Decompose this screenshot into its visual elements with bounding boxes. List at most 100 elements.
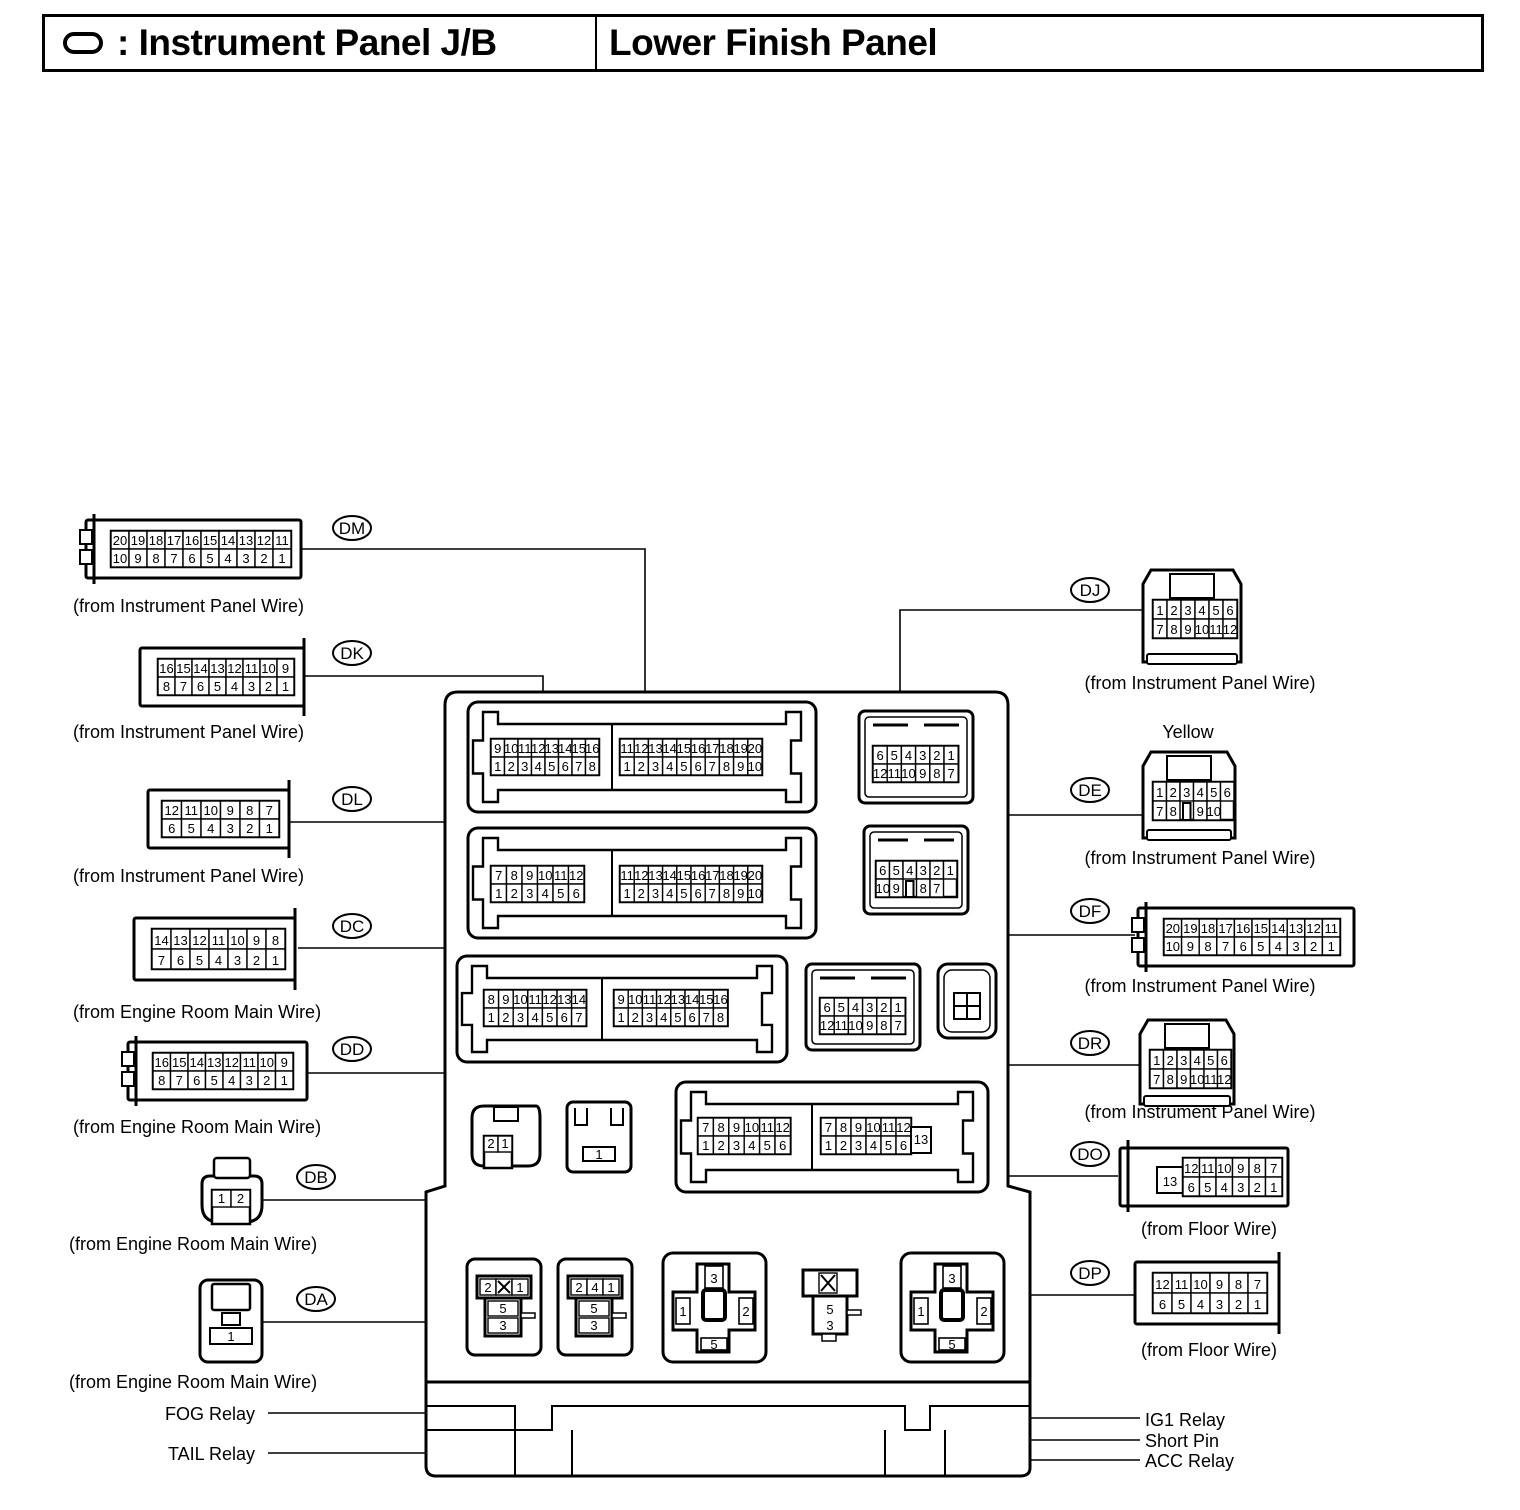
- pin-number: 1: [1254, 1297, 1261, 1312]
- pin-number: 8: [488, 992, 495, 1007]
- pin-number: 12: [225, 1055, 239, 1070]
- pin-number: 13: [557, 992, 571, 1007]
- pin-cell: [1264, 1176, 1283, 1197]
- pin-number: 2: [840, 1138, 847, 1153]
- pin-number: 6: [688, 1010, 695, 1025]
- pin-number: 6: [1226, 603, 1233, 618]
- pin-number: 1: [617, 1010, 624, 1025]
- pin-number: 19: [1183, 921, 1197, 936]
- pin-cell: [1222, 618, 1238, 639]
- pin-number: 13: [648, 868, 662, 883]
- pin-cell: [890, 1015, 906, 1035]
- source-label: (from Engine Room Main Wire): [73, 1002, 321, 1022]
- pin-number: 4: [1221, 1180, 1228, 1195]
- pin-number: 3: [590, 1318, 597, 1333]
- jb-ledge: [426, 1429, 516, 1476]
- pin-number: 3: [646, 1010, 653, 1025]
- pin-number: 2: [246, 821, 253, 836]
- tab: [121, 1051, 135, 1067]
- code-label: DA: [304, 1290, 328, 1309]
- pin-cell: [276, 676, 295, 696]
- pin-number: 6: [197, 679, 204, 694]
- pin-number: 9: [526, 868, 533, 883]
- title-bar: : Instrument Panel J/B Lower Finish Pane…: [42, 14, 1484, 72]
- pin-number: 12: [1223, 622, 1237, 637]
- pin-cell: [487, 1317, 519, 1334]
- code-oval: [332, 515, 372, 541]
- pin-number: 20: [113, 533, 127, 548]
- pin-number: 10: [1217, 1161, 1231, 1176]
- pin-number: 10: [848, 1018, 862, 1033]
- connector-code-de: DE: [1070, 777, 1110, 803]
- code-label: DC: [340, 917, 365, 936]
- pin-number: 9: [1184, 622, 1191, 637]
- pin-cell: [738, 1297, 754, 1325]
- pin-number: 2: [980, 1304, 987, 1319]
- code-oval: [296, 1164, 336, 1190]
- source-label: (from Engine Room Main Wire): [73, 1117, 321, 1137]
- short-pin-tab: [846, 1309, 862, 1316]
- pin-number: 4: [748, 1138, 755, 1153]
- code-oval: [332, 1036, 372, 1062]
- lock: [221, 1312, 241, 1326]
- pin-number: 9: [866, 1018, 873, 1033]
- pin-number: 9: [281, 1055, 288, 1070]
- code-label: DD: [340, 1040, 365, 1059]
- pin-number: 5: [1210, 785, 1217, 800]
- pin-number: 10: [513, 992, 527, 1007]
- pin-number: 6: [694, 886, 701, 901]
- pin-number: 12: [1155, 1277, 1169, 1292]
- leader-line: [292, 548, 646, 720]
- pin-cell: [584, 756, 600, 776]
- pin-number: 7: [894, 1018, 901, 1033]
- pin-number: 4: [228, 1073, 235, 1088]
- pin-number: 7: [702, 1120, 709, 1135]
- relay-tab: [520, 1312, 536, 1319]
- pin-number: 10: [230, 933, 244, 948]
- pin-cell: [712, 1007, 729, 1027]
- pin-number: 4: [660, 1010, 667, 1025]
- connector-code-dc: DC: [332, 913, 372, 939]
- connector-code-do: DO: [1070, 1141, 1110, 1167]
- connector-da: 1: [198, 1278, 264, 1364]
- pin-number: 12: [257, 533, 271, 548]
- latch: [1166, 755, 1212, 781]
- pin-number: 3: [246, 1073, 253, 1088]
- pin-number: 4: [224, 551, 231, 566]
- location-label: Lower Finish Panel: [609, 22, 938, 63]
- pin-number: 10: [866, 1120, 880, 1135]
- ig1-relay-label: IG1 Relay: [1145, 1410, 1225, 1430]
- pin-number: 3: [652, 886, 659, 901]
- pin-number: 1: [894, 1000, 901, 1015]
- pin-number: 7: [575, 1010, 582, 1025]
- pin-number: 14: [558, 741, 572, 756]
- pin-number: 10: [901, 766, 915, 781]
- pin-number: 6: [193, 1073, 200, 1088]
- pin-number: 2: [260, 551, 267, 566]
- pin-number: 12: [820, 1018, 834, 1033]
- pin-number: 1: [488, 1010, 495, 1025]
- pin-number: 11: [1201, 1161, 1215, 1176]
- pin-number: 12: [165, 803, 179, 818]
- pin-number: 10: [504, 741, 518, 756]
- pin-number: 5: [1204, 1180, 1211, 1195]
- location-cell: Lower Finish Panel: [597, 17, 1481, 69]
- pin-number: 16: [691, 741, 705, 756]
- pin-number: 11: [882, 1120, 896, 1135]
- pin-number: 6: [1159, 1297, 1166, 1312]
- pin-number: 5: [680, 886, 687, 901]
- pin-cell: [1219, 781, 1235, 802]
- source-label: (from Engine Room Main Wire): [69, 1372, 317, 1392]
- code-label: DK: [340, 644, 364, 663]
- pin-cell: [1206, 800, 1222, 821]
- code-label: DB: [304, 1168, 328, 1187]
- code-oval: [296, 1286, 336, 1312]
- pin-number: 1: [825, 1138, 832, 1153]
